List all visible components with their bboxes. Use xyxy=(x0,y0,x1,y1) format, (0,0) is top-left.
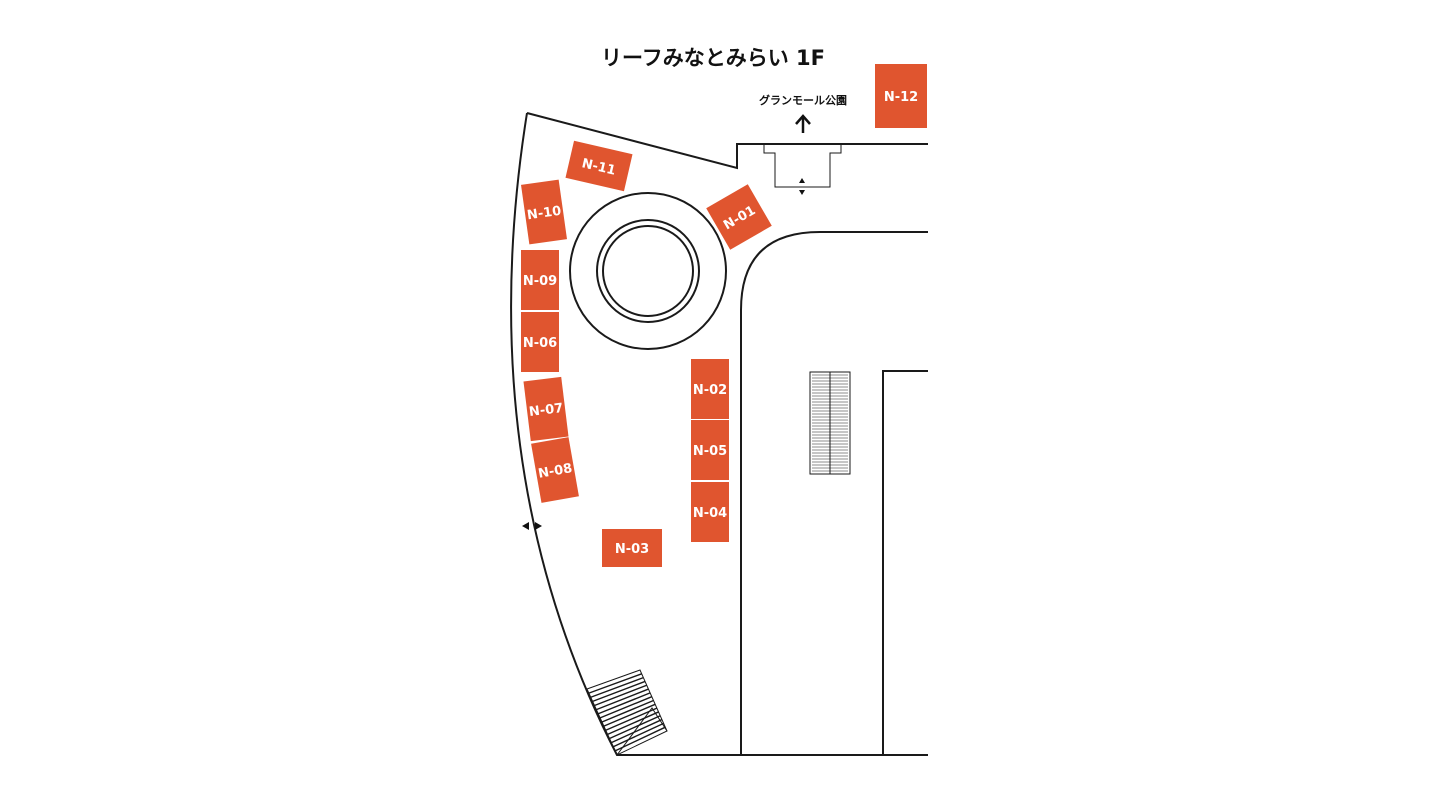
booth-label: N-09 xyxy=(523,274,557,289)
booth-n-07[interactable]: N-07 xyxy=(523,376,569,442)
booth-n-11[interactable]: N-11 xyxy=(565,140,633,192)
booth-label: N-08 xyxy=(537,461,573,482)
fountain-circle xyxy=(569,192,727,350)
booth-label: N-12 xyxy=(884,90,918,105)
booth-n-12[interactable]: N-12 xyxy=(875,64,927,128)
booth-n-10[interactable]: N-10 xyxy=(521,179,567,245)
building-outline xyxy=(510,112,928,756)
booth-label: N-06 xyxy=(523,336,557,351)
booth-n-06[interactable]: N-06 xyxy=(521,312,559,372)
booth-label: N-03 xyxy=(615,542,649,557)
booth-n-04[interactable]: N-04 xyxy=(691,482,729,542)
booth-n-03[interactable]: N-03 xyxy=(602,529,662,567)
stairs xyxy=(586,669,668,756)
up-arrow-icon xyxy=(795,114,811,133)
entrance-structure xyxy=(763,144,842,188)
booth-n-02[interactable]: N-02 xyxy=(691,359,729,419)
booth-n-08[interactable]: N-08 xyxy=(531,437,579,503)
double-arrow-icon xyxy=(522,522,542,530)
direction-label: グランモール公園 xyxy=(759,93,847,107)
booth-n-01[interactable]: N-01 xyxy=(706,184,772,250)
booth-label: N-04 xyxy=(693,506,727,521)
double-arrow-icon xyxy=(799,178,805,195)
booth-n-09[interactable]: N-09 xyxy=(521,250,559,310)
booth-label: N-10 xyxy=(526,204,562,224)
map-title: リーフみなとみらい 1F xyxy=(601,46,825,70)
booth-label: N-05 xyxy=(693,444,727,459)
booth-n-05[interactable]: N-05 xyxy=(691,420,729,480)
booth-label: N-02 xyxy=(693,383,727,398)
escalator xyxy=(809,371,851,475)
booth-label: N-07 xyxy=(528,401,564,420)
